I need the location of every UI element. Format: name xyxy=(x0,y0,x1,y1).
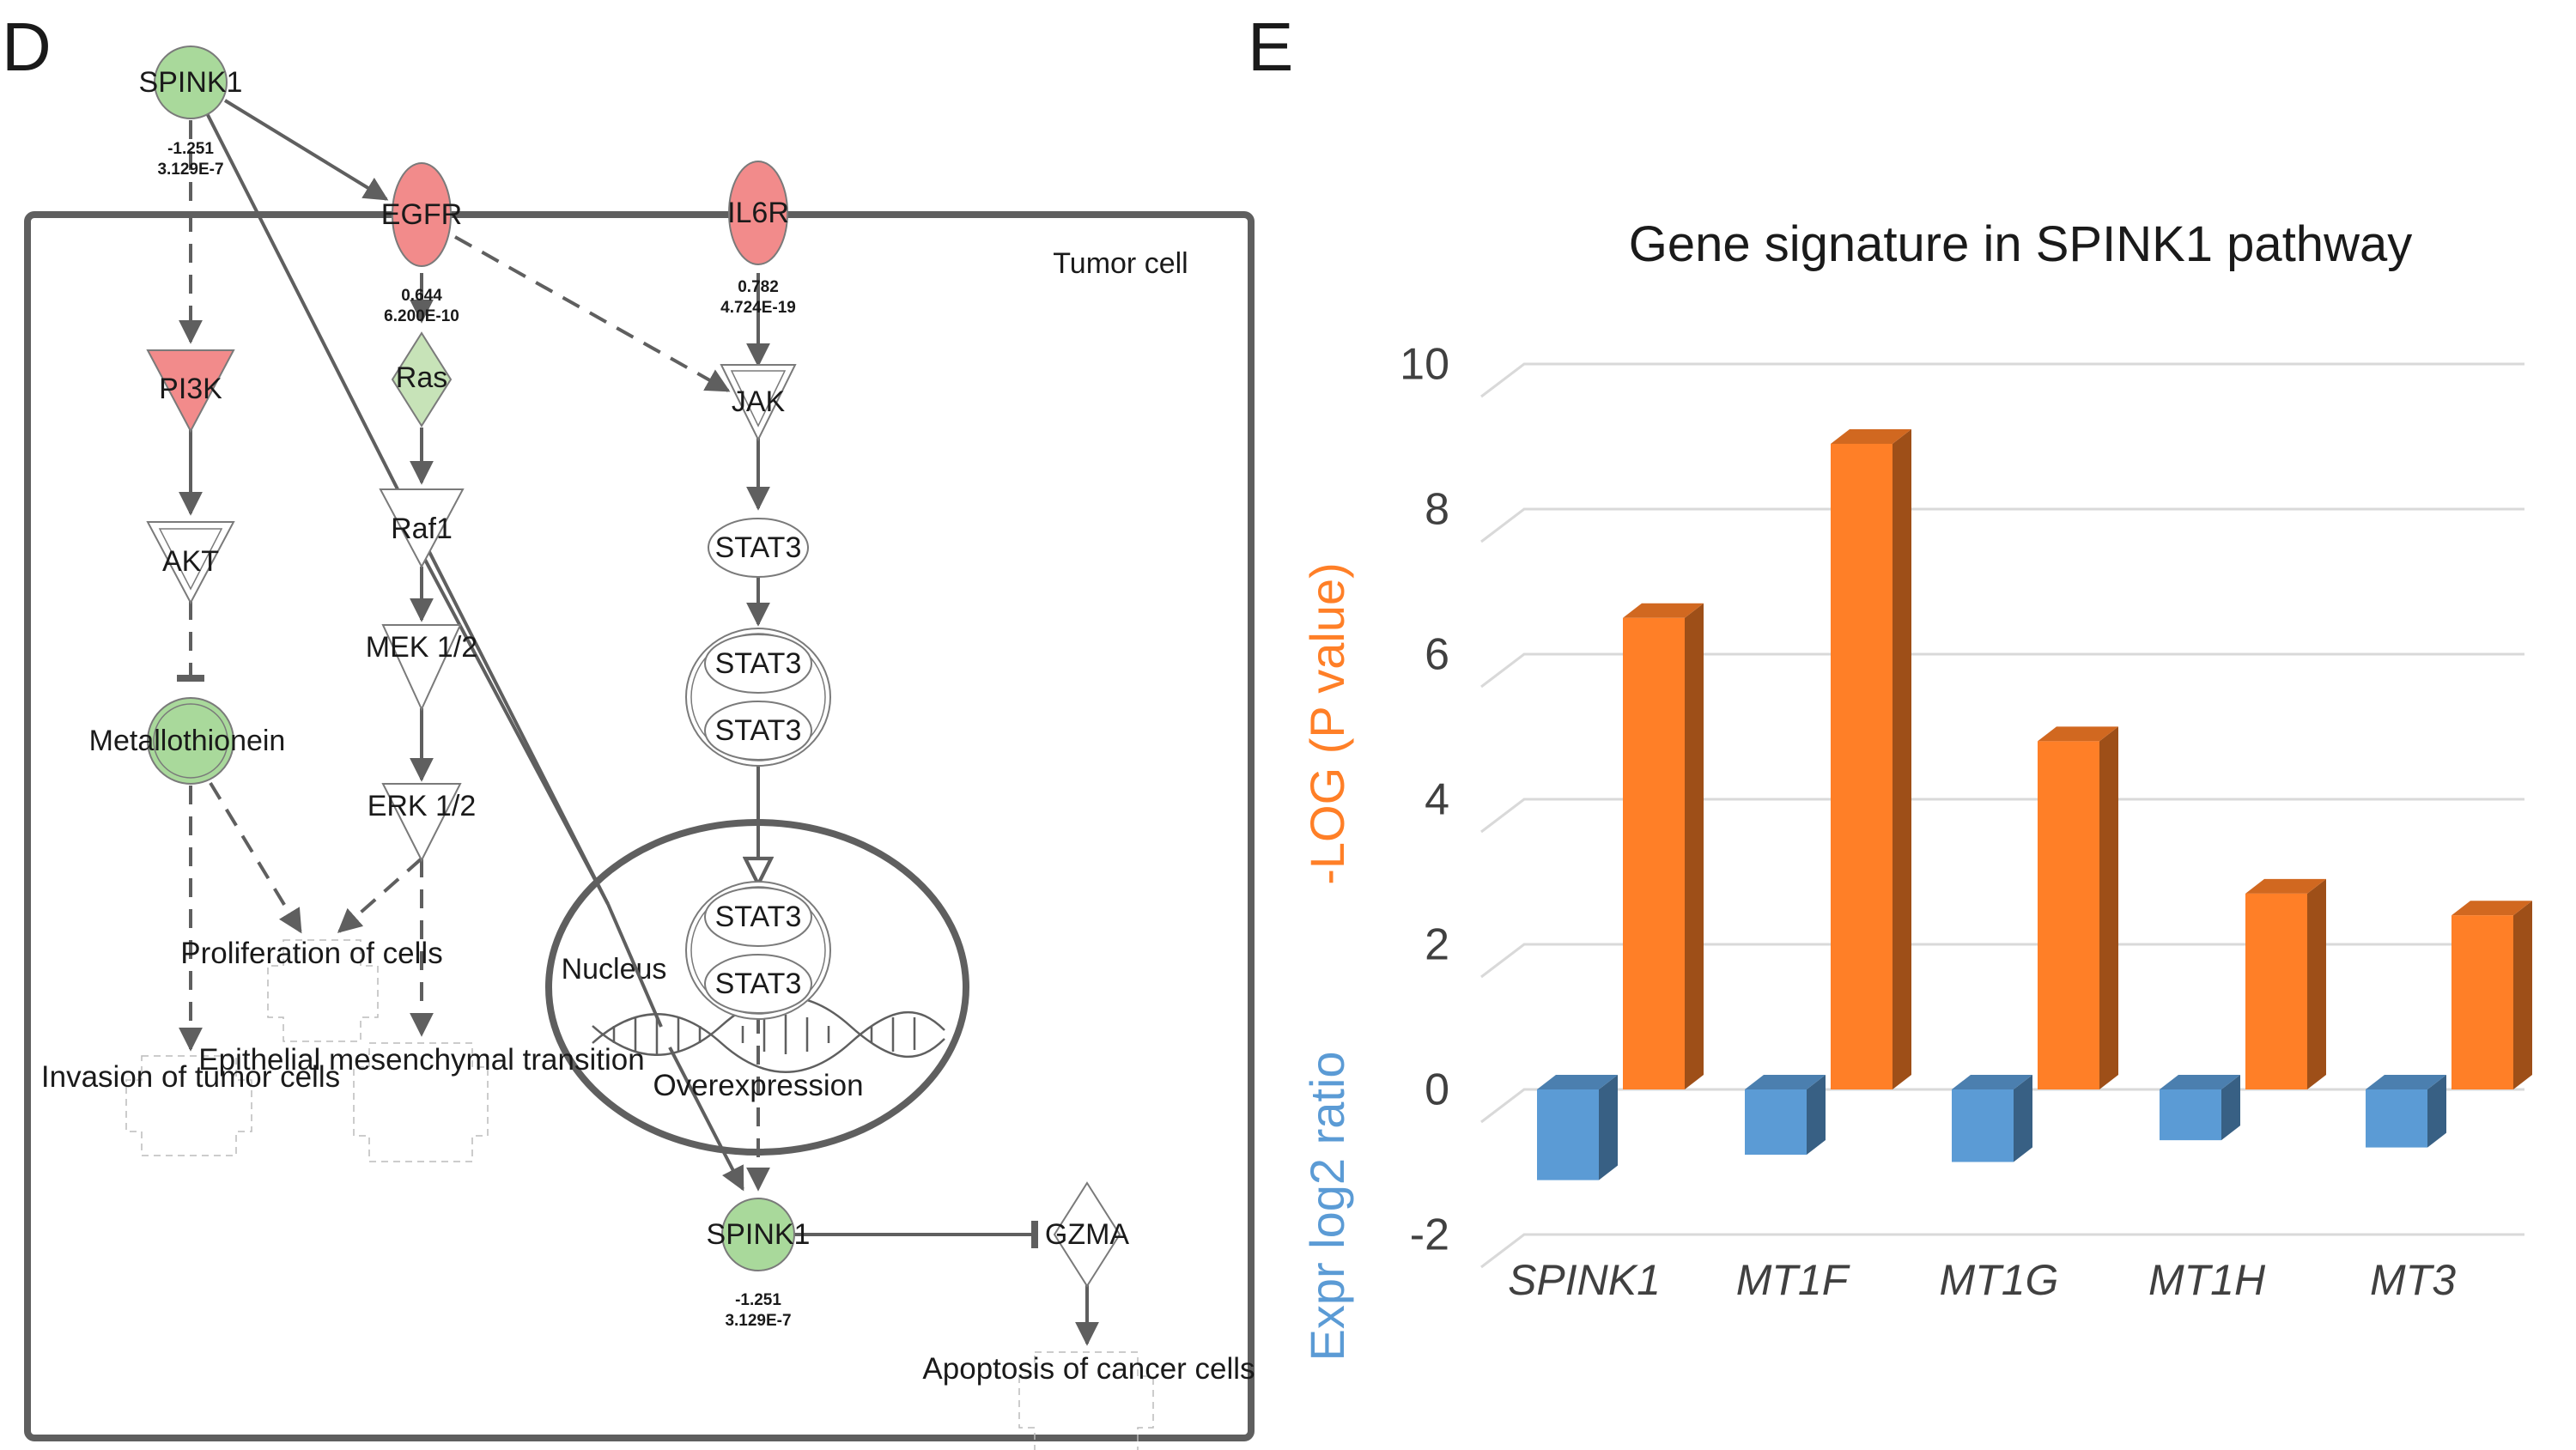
node-label: GZMA xyxy=(1045,1218,1130,1251)
y-tick-label: -2 xyxy=(1410,1210,1449,1260)
node-label: AKT xyxy=(162,545,219,578)
function-text: Invasion of tumor cells xyxy=(41,1060,340,1094)
node-label: Raf1 xyxy=(391,513,453,545)
gridline xyxy=(1480,362,2524,398)
function-proliferation: Proliferation of cells xyxy=(180,937,443,1042)
gridline xyxy=(1480,798,2524,834)
chart-title: Gene signature in SPINK1 pathway xyxy=(1629,216,2412,272)
node-raf1: Raf1 xyxy=(379,488,465,569)
node-mek: MEK 1/2 xyxy=(366,624,477,712)
fold-change: -1.251 xyxy=(167,140,214,158)
node-label: ERK 1/2 xyxy=(368,790,477,822)
fold-change: 0.644 xyxy=(401,287,442,305)
node-stat3-dimer: STAT3 STAT3 xyxy=(685,628,831,767)
bar-expr-log2-ratio xyxy=(1537,1075,1618,1180)
tumor-cell-label: Tumor cell xyxy=(1053,247,1188,280)
fold-change: 0.782 xyxy=(738,278,779,296)
node-erk: ERK 1/2 xyxy=(368,783,477,863)
gridlines xyxy=(1480,362,2524,1269)
node-label: MEK 1/2 xyxy=(366,631,477,664)
node-il6r: IL6R 0.782 4.724E-19 xyxy=(720,161,796,317)
y-tick-label: 10 xyxy=(1400,340,1449,390)
function-overexpression: Overexpression xyxy=(653,1069,863,1102)
node-label: SPINK1 xyxy=(707,1218,811,1251)
node-jak: JAK xyxy=(720,364,797,442)
bars xyxy=(1537,428,2532,1180)
node-label: STAT3 xyxy=(715,901,802,933)
node-egfr: EGFR 0.644 6.200E-10 xyxy=(381,162,462,325)
x-axis-categories: SPINK1 MT1F MT1G MT1H MT3 xyxy=(1508,1256,2456,1304)
bar-expr-log2-ratio xyxy=(2366,1075,2446,1148)
y-axis-ticks: -2 0 2 4 6 8 10 xyxy=(1400,340,1449,1260)
node-label: IL6R xyxy=(727,197,789,229)
x-category-label: MT1F xyxy=(1736,1256,1850,1304)
node-label: Metallothionein xyxy=(89,725,286,757)
node-pi3k: PI3K xyxy=(146,349,235,434)
node-label: Ras xyxy=(396,361,447,394)
bar-chart: E Gene signature in SPINK1 pathway -2 0 2 4… xyxy=(1248,9,2532,1362)
gridline xyxy=(1480,943,2524,979)
pathway-edges xyxy=(177,99,1099,1346)
node-label: STAT3 xyxy=(715,647,802,680)
p-value: 6.200E-10 xyxy=(384,307,459,325)
bar-expr-log2-ratio xyxy=(2160,1075,2240,1141)
p-value: 3.129E-7 xyxy=(157,161,223,179)
node-label: PI3K xyxy=(159,373,222,405)
y-tick-label: 2 xyxy=(1425,920,1449,970)
y-axis-label-pvalue: -LOG (P value) xyxy=(1300,562,1354,885)
bar-neg-log-pvalue xyxy=(2451,901,2532,1089)
fold-change: -1.251 xyxy=(735,1291,781,1309)
bar-neg-log-pvalue xyxy=(1831,428,1911,1089)
x-category-label: MT1G xyxy=(1940,1256,2059,1304)
function-invasion: Invasion of tumor cells xyxy=(41,1055,340,1156)
y-tick-label: 0 xyxy=(1425,1065,1449,1115)
bar-neg-log-pvalue xyxy=(1623,603,1704,1089)
y-tick-label: 4 xyxy=(1425,775,1449,825)
function-text: Apoptosis of cancer cells xyxy=(922,1352,1255,1386)
panel-label-e: E xyxy=(1248,9,1293,85)
node-stat3-nuclear-dimer: STAT3 STAT3 xyxy=(685,881,831,1020)
bar-expr-log2-ratio xyxy=(1952,1075,2032,1162)
node-label: STAT3 xyxy=(715,714,802,747)
gridline xyxy=(1480,1233,2524,1269)
y-tick-label: 8 xyxy=(1425,485,1449,535)
node-label: JAK xyxy=(732,385,786,418)
node-metallothionein: Metallothionein xyxy=(89,697,286,785)
node-label: STAT3 xyxy=(715,968,802,1000)
node-akt: AKT xyxy=(146,521,235,605)
node-stat3: STAT3 xyxy=(708,518,809,578)
x-category-label: SPINK1 xyxy=(1508,1256,1661,1304)
panel-label-d: D xyxy=(2,9,52,85)
p-value: 3.129E-7 xyxy=(725,1312,791,1330)
x-category-label: MT1H xyxy=(2148,1256,2266,1304)
bar-neg-log-pvalue xyxy=(2245,878,2326,1089)
node-gzma: GZMA xyxy=(1045,1181,1130,1288)
y-tick-label: 6 xyxy=(1425,630,1449,680)
nucleus-label: Nucleus xyxy=(562,953,667,986)
tumor-cell-compartment xyxy=(24,211,1255,1441)
p-value: 4.724E-19 xyxy=(720,299,796,317)
node-label: STAT3 xyxy=(715,531,802,564)
function-emt: Epithelial mesenchymal transition xyxy=(198,1042,645,1162)
gridline xyxy=(1480,652,2524,689)
function-apoptosis: Apoptosis of cancer cells xyxy=(922,1351,1255,1450)
function-text: Proliferation of cells xyxy=(180,937,442,970)
node-spink1-bottom: SPINK1 -1.251 3.129E-7 xyxy=(707,1198,811,1330)
node-label: SPINK1 xyxy=(139,66,243,99)
pathway-diagram: D Tumor cell Nucleus xyxy=(2,9,1255,1450)
node-ras: Ras xyxy=(391,331,453,428)
y-axis-label-expr: Expr log2 ratio xyxy=(1300,1051,1354,1361)
node-spink1-top: SPINK1 -1.251 3.129E-7 xyxy=(139,46,243,179)
function-text: Epithelial mesenchymal transition xyxy=(198,1043,644,1077)
node-label: EGFR xyxy=(381,198,462,231)
bar-expr-log2-ratio xyxy=(1745,1075,1826,1156)
bar-neg-log-pvalue xyxy=(2038,726,2118,1089)
gridline xyxy=(1480,507,2524,543)
x-category-label: MT3 xyxy=(2370,1256,2456,1304)
